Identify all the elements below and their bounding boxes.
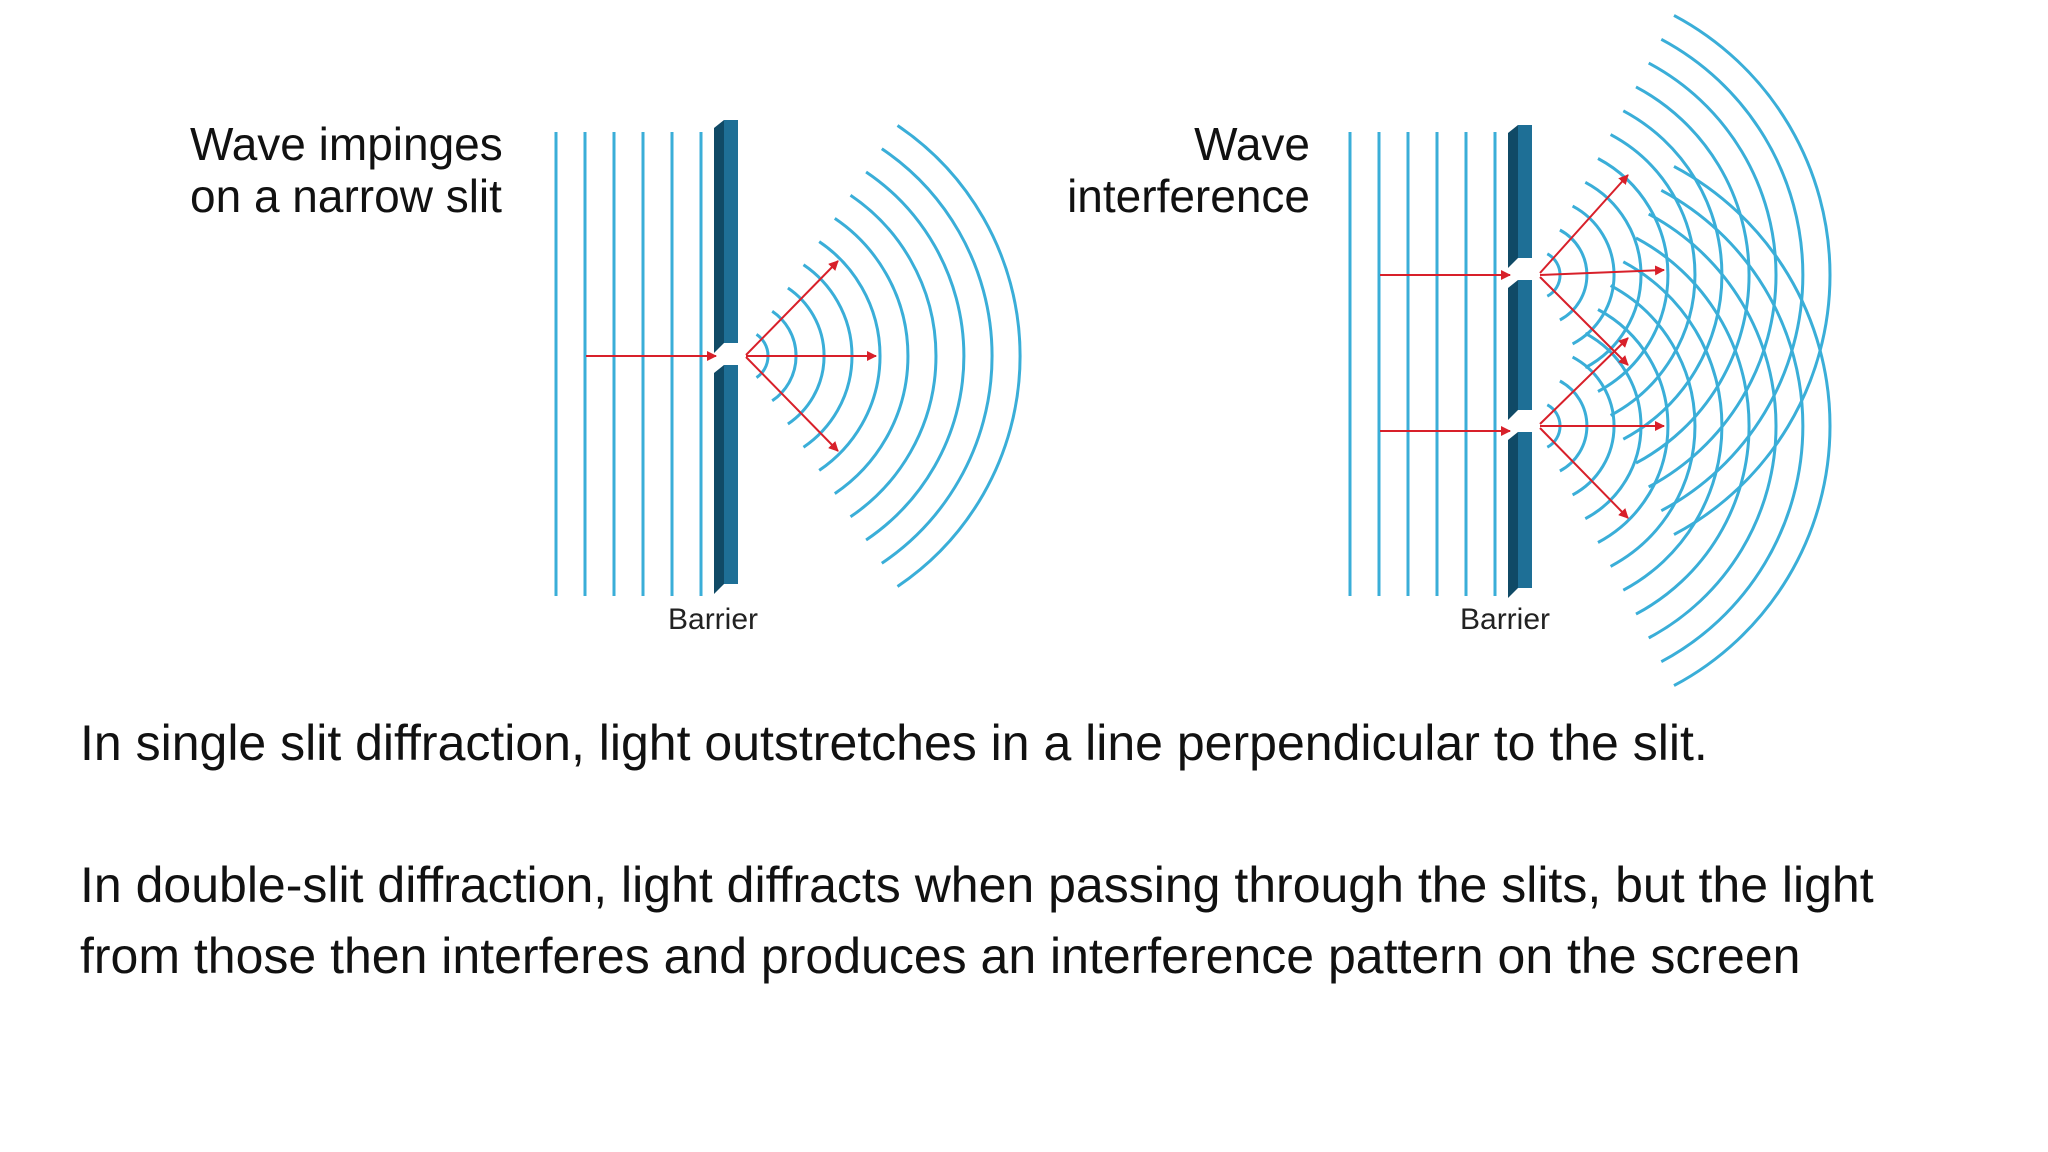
barrier-middle-side: [1508, 280, 1518, 420]
single-slit-barrier-label: Barrier: [668, 603, 759, 636]
diffracted-wavefront: [1660, 37, 1805, 513]
barrier-top-side: [1508, 125, 1518, 268]
double-slit-diagram: [1348, 14, 1832, 687]
barrier-middle: [1518, 280, 1532, 410]
single-slit-caption: In single slit diffraction, light outstr…: [80, 715, 1708, 771]
diffracted-wavefront: [1673, 165, 1832, 687]
single-slit-title: Wave impinges on a narrow slit: [190, 118, 503, 222]
diffraction-arrow: [745, 356, 839, 452]
double-slit-title: Wave interference: [1067, 118, 1310, 222]
barrier-lower: [724, 365, 738, 584]
barrier-top: [1518, 125, 1532, 258]
barrier-lower-side: [714, 365, 724, 594]
diffracted-wavefront: [1647, 212, 1778, 640]
double-slit-barrier-label: Barrier: [1460, 603, 1551, 636]
barrier-bottom-side: [1508, 432, 1518, 598]
diffraction-diagram: [554, 14, 1832, 687]
diffracted-wavefront: [1622, 260, 1724, 592]
diffracted-wavefront: [1622, 109, 1724, 441]
diffraction-arrow: [1539, 265, 1665, 276]
diffracted-wavefront: [849, 193, 938, 519]
diffracted-wavefront: [818, 240, 882, 472]
diffracted-wavefront: [1660, 188, 1805, 664]
double-slit-caption: In double-slit diffraction, light diffra…: [80, 857, 1874, 984]
diffracted-wavefront: [1597, 308, 1670, 544]
diffraction-arrow: [1539, 337, 1629, 425]
barrier-bottom: [1518, 432, 1532, 588]
diffraction-arrow: [1539, 427, 1629, 519]
diffracted-wavefront: [1673, 14, 1832, 536]
diffracted-wavefront: [896, 124, 1022, 588]
diffracted-wavefront: [1609, 133, 1697, 417]
diffracted-wavefront: [865, 170, 966, 542]
diffracted-wavefront: [1647, 61, 1778, 489]
diffraction-arrow: [1539, 174, 1629, 274]
diffracted-wavefront: [1571, 204, 1616, 346]
diffraction-arrow: [745, 260, 839, 356]
diffracted-wavefront: [1597, 157, 1670, 393]
diffraction-arrow: [1539, 276, 1629, 366]
diffracted-wavefront: [1609, 284, 1697, 568]
diffracted-wavefront: [833, 217, 910, 495]
barrier-upper-side: [714, 120, 724, 353]
barrier-upper: [724, 120, 738, 343]
diffracted-wavefront: [1635, 85, 1751, 465]
diffracted-wavefront: [1635, 236, 1751, 616]
diffracted-wavefront: [880, 147, 994, 565]
single-slit-diagram: [554, 120, 1022, 596]
